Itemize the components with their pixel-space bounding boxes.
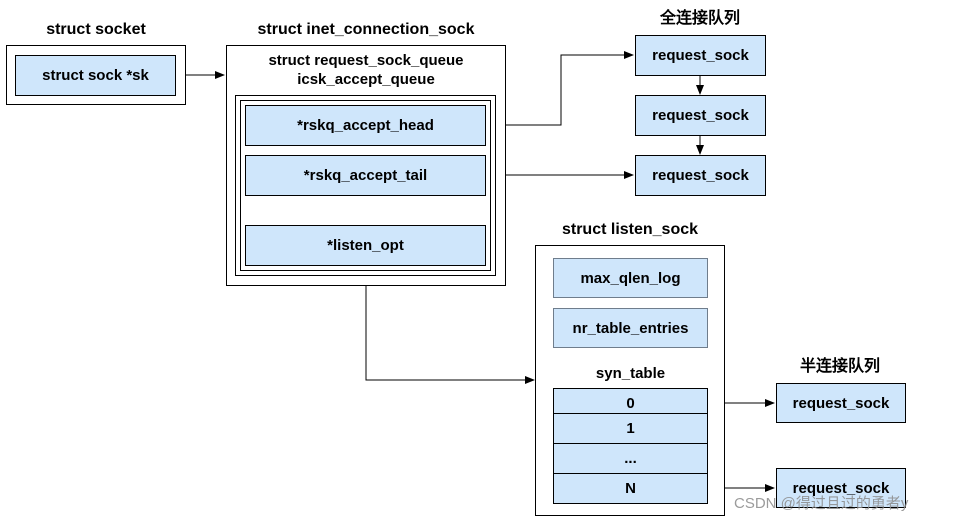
full-queue-title: 全连接队列 xyxy=(659,10,740,27)
syn-table-row-n: N xyxy=(553,473,708,504)
listen-opt-node: *listen_opt xyxy=(245,225,486,266)
arrow-head-to-full-queue xyxy=(486,51,634,126)
full-queue-request-sock-2: request_sock xyxy=(635,95,766,136)
syn-table-label: syn_table xyxy=(595,365,666,382)
half-queue-request-sock-2: request_sock xyxy=(776,468,906,508)
listen-sock-title: struct listen_sock xyxy=(561,221,699,238)
csdn-watermark: CSDN @得过且过的勇者y xyxy=(734,495,909,512)
max-qlen-log-node: max_qlen_log xyxy=(553,258,708,298)
syn-table-row-1: 1 xyxy=(553,413,708,444)
inet-connection-sock-title: struct inet_connection_sock xyxy=(257,21,475,38)
accept-queue-name-label: icsk_accept_queue xyxy=(297,71,435,88)
sock-sk-node: struct sock *sk xyxy=(15,55,176,96)
full-queue-request-sock-1: request_sock xyxy=(635,35,766,76)
full-queue-request-sock-3: request_sock xyxy=(635,155,766,196)
rskq-accept-tail-node: *rskq_accept_tail xyxy=(245,155,486,196)
nr-table-entries-node: nr_table_entries xyxy=(553,308,708,348)
rskq-accept-head-node: *rskq_accept_head xyxy=(245,105,486,146)
syn-table-row-ellipsis: ... xyxy=(553,443,708,474)
accept-queue-type-label: struct request_sock_queue xyxy=(268,52,464,69)
socket-title: struct socket xyxy=(46,21,146,38)
half-queue-title: 半连接队列 xyxy=(799,358,880,375)
half-queue-request-sock-1: request_sock xyxy=(776,383,906,423)
